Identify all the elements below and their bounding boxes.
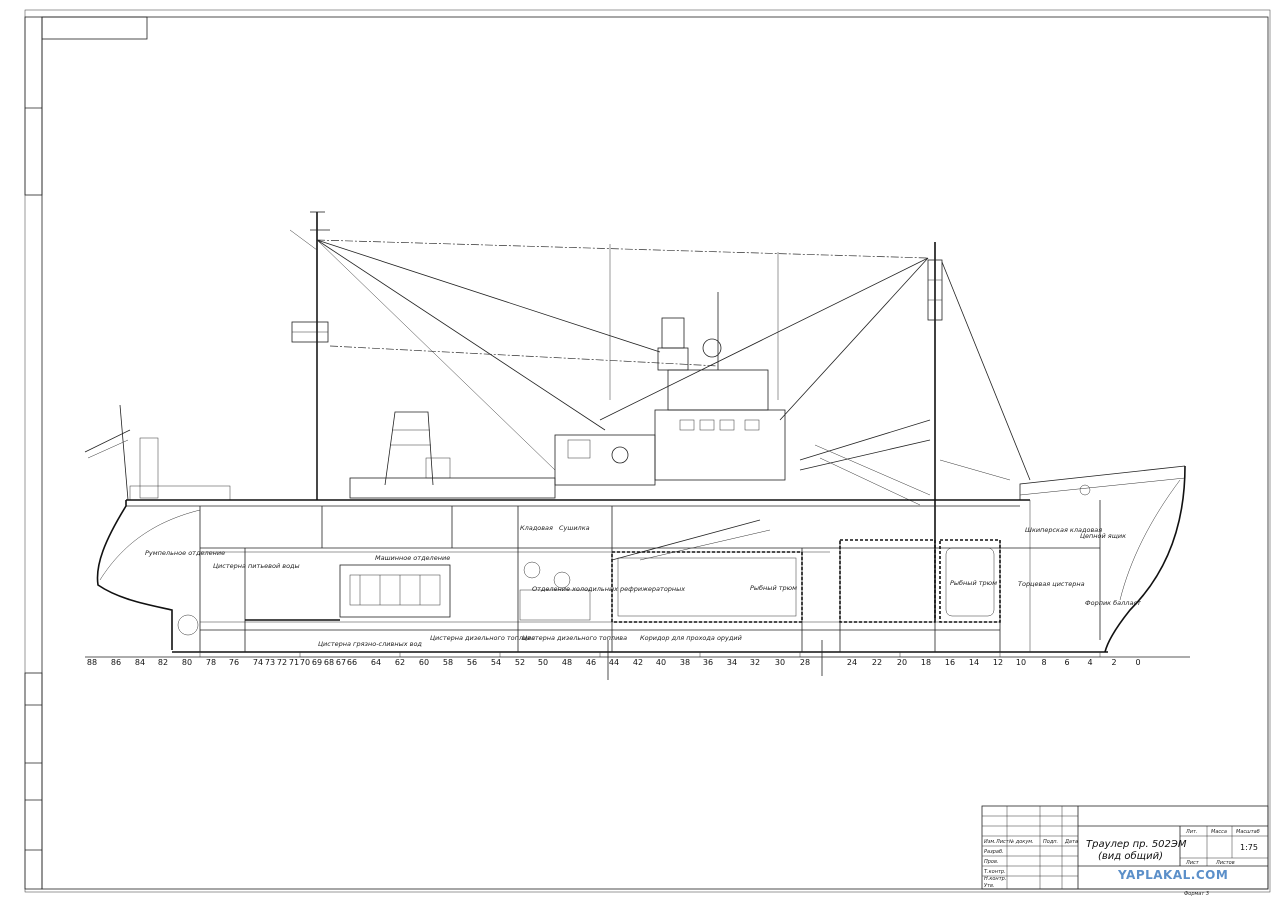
- frame-number: 88: [87, 658, 97, 667]
- frame-number: 84: [135, 658, 145, 667]
- label-dryer: Сушилка: [559, 524, 590, 532]
- label-dirty-water-tank: Цистерна грязно-сливных вод: [318, 640, 422, 648]
- label-refrig-room: Отделение холодильных рефрижераторных: [532, 585, 685, 593]
- scale-value: 1:75: [1240, 843, 1258, 852]
- frame-number: 24: [847, 658, 857, 667]
- label-fore-peak: Форпик балласт: [1085, 599, 1141, 607]
- frame-number: 69: [312, 658, 322, 667]
- frame-number: 30: [775, 658, 785, 667]
- label-fish-hold-2: Рыбный трюм: [950, 579, 997, 587]
- label-engine-room: Машинное отделение: [375, 554, 450, 562]
- frame-number: 66: [347, 658, 357, 667]
- label-diesel-tank: Цистерна дизельного топлива: [430, 634, 535, 642]
- left-strip-bottom: [24, 672, 43, 890]
- compartment-labels: Румпельное отделение Цистерна питьевой в…: [145, 524, 1141, 648]
- frame-number: 62: [395, 658, 405, 667]
- rigging: [84, 211, 1031, 620]
- inner-frame: [41, 16, 1269, 890]
- frame-number: 80: [182, 658, 192, 667]
- frame-number: 54: [491, 658, 501, 667]
- frame-number: 14: [969, 658, 979, 667]
- frame-number: 50: [538, 658, 548, 667]
- frame-number: 20: [897, 658, 907, 667]
- stamp-row-developer: Разраб.: [984, 849, 1004, 855]
- frame-number: 6: [1064, 658, 1069, 667]
- frame-number: 72: [277, 658, 287, 667]
- frame-number: 16: [945, 658, 955, 667]
- mass-header: Масса: [1211, 829, 1227, 835]
- stamp-row-date: Дата: [1064, 839, 1078, 845]
- frame-number: 60: [419, 658, 429, 667]
- stamp-row-approved: Утв.: [984, 883, 995, 889]
- stamp-row-ncontrol: Н.контр.: [984, 876, 1006, 882]
- frame-number: 78: [206, 658, 216, 667]
- frame-number: 10: [1016, 658, 1026, 667]
- frame-number: 44: [609, 658, 619, 667]
- frame-number: 64: [371, 658, 381, 667]
- drawing-subtitle: (вид общий): [1098, 850, 1163, 862]
- scale-header: Масштаб: [1236, 829, 1260, 835]
- title-block: Изм. Лист № докум. Подп. Дата Разраб. Пр…: [981, 805, 1269, 897]
- frame-number: 12: [993, 658, 1003, 667]
- frame-number: 68: [324, 658, 334, 667]
- frame-number: 56: [467, 658, 477, 667]
- frame-number: 71: [289, 658, 299, 667]
- label-fish-hold-1: Рыбный трюм: [750, 584, 797, 592]
- frame-number: 76: [229, 658, 239, 667]
- label-pantry: Кладовая: [520, 524, 553, 532]
- frame-number: 67: [336, 658, 346, 667]
- frame-number: 38: [680, 658, 690, 667]
- label-trim-tank: Торцевая цистерна: [1018, 580, 1085, 588]
- label-chain-locker: Цепной ящик: [1080, 532, 1126, 540]
- frame-number: 0: [1135, 658, 1140, 667]
- outer-border: [24, 9, 1271, 893]
- frame-number: 40: [656, 658, 666, 667]
- superstructure: [129, 292, 1186, 501]
- label-skipper-store: Шкиперская кладовая: [1025, 526, 1102, 534]
- frame-number: 48: [562, 658, 572, 667]
- hull: [85, 465, 1190, 680]
- frame-number: 52: [515, 658, 525, 667]
- label-fuel-tank: Цистерна дизельного топлива: [522, 634, 627, 642]
- stamp-row-sheet: Лист: [995, 839, 1010, 845]
- corner-stamp: [41, 16, 148, 40]
- sheet-label: Лист: [1185, 860, 1200, 866]
- drawing-title: Траулер пр. 502ЭМ: [1086, 839, 1187, 850]
- stamp-row-checked: Пров.: [984, 859, 999, 865]
- stamp-row-change: Изм.: [984, 839, 996, 845]
- stamp-row-tcontrol: Т.контр.: [984, 869, 1006, 875]
- frame-number: 22: [872, 658, 882, 667]
- watermark: YAPLAKAL.COM: [1117, 868, 1228, 882]
- stamp-row-sign: Подп.: [1043, 839, 1058, 845]
- frame-number: 4: [1087, 658, 1092, 667]
- frame-number: 36: [703, 658, 713, 667]
- label-wash-tank: Цистерна питьевой воды: [213, 562, 300, 570]
- frame-number: 28: [800, 658, 810, 667]
- frame-number: 42: [633, 658, 643, 667]
- frame-number: 70: [300, 658, 310, 667]
- frame-number: 32: [750, 658, 760, 667]
- frame-number: 73: [265, 658, 275, 667]
- frame-number: 34: [727, 658, 737, 667]
- frame-number: 46: [586, 658, 596, 667]
- frame-number: 8: [1041, 658, 1046, 667]
- frame-number: 86: [111, 658, 121, 667]
- lit-header: Лит.: [1185, 829, 1198, 835]
- frame-number: 18: [921, 658, 931, 667]
- frame-number: 74: [253, 658, 263, 667]
- label-corridor: Коридор для прохода орудий: [640, 634, 742, 642]
- frame-number: 82: [158, 658, 168, 667]
- label-rudder-room: Румпельное отделение: [145, 549, 225, 557]
- format-label: Формат 3: [1184, 891, 1209, 897]
- stamp-row-doc: № докум.: [1008, 839, 1034, 845]
- frame-number: 2: [1111, 658, 1116, 667]
- frame-number: 58: [443, 658, 453, 667]
- sheets-label: Листов: [1215, 860, 1235, 866]
- left-strip-top: [24, 16, 43, 196]
